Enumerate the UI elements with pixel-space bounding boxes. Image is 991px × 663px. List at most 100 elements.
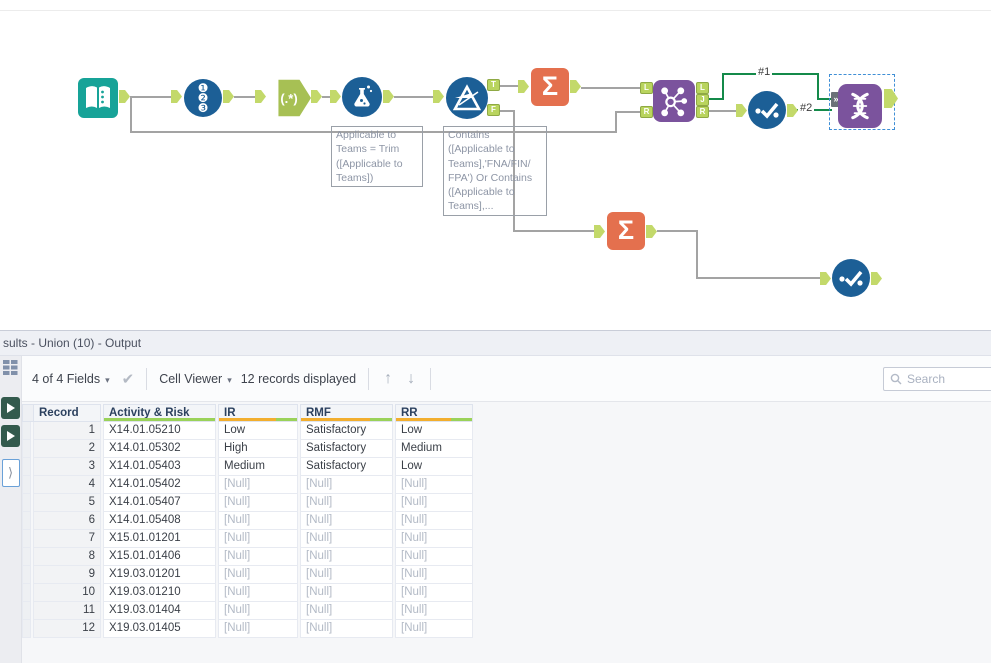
connection[interactable] <box>130 97 132 133</box>
cell-record-number[interactable]: 12 <box>33 620 101 638</box>
cell-value[interactable]: [Null] <box>300 566 393 584</box>
output-anchor-right[interactable]: R <box>696 106 709 118</box>
connection[interactable] <box>513 110 515 232</box>
cell-value[interactable]: X19.03.01201 <box>103 566 216 584</box>
expand-panel-button[interactable]: ⟩ <box>1 459 20 487</box>
cell-value[interactable]: [Null] <box>395 494 473 512</box>
input-anchor[interactable] <box>820 272 831 285</box>
row-gutter[interactable] <box>22 494 31 512</box>
cell-value[interactable]: [Null] <box>395 584 473 602</box>
cell-value[interactable]: X14.01.05210 <box>103 422 216 440</box>
connection[interactable] <box>696 230 698 278</box>
column-header[interactable]: RR <box>395 404 473 422</box>
cell-value[interactable]: [Null] <box>218 602 298 620</box>
input-anchor-left[interactable]: L <box>640 82 653 94</box>
cell-value[interactable]: [Null] <box>395 476 473 494</box>
cell-value[interactable]: Satisfactory <box>300 440 393 458</box>
cell-value[interactable]: [Null] <box>300 548 393 566</box>
cell-value[interactable]: Satisfactory <box>300 458 393 476</box>
cell-value[interactable]: [Null] <box>218 566 298 584</box>
cell-record-number[interactable]: 5 <box>33 494 101 512</box>
output-anchor[interactable] <box>871 272 882 285</box>
input-anchor[interactable] <box>518 80 529 93</box>
output-anchor[interactable] <box>119 90 130 103</box>
fields-dropdown[interactable]: 4 of 4 Fields▾ <box>32 371 110 386</box>
cell-value[interactable]: [Null] <box>218 620 298 638</box>
cell-value[interactable]: Medium <box>395 440 473 458</box>
scroll-up-button[interactable]: ↑ <box>384 369 393 387</box>
connection[interactable] <box>499 110 515 112</box>
input-anchor[interactable] <box>171 90 182 103</box>
cell-value[interactable]: X15.01.01201 <box>103 530 216 548</box>
apply-check-icon[interactable]: ✔ <box>121 370 135 388</box>
connection[interactable] <box>130 96 174 98</box>
cell-value[interactable]: [Null] <box>395 602 473 620</box>
cell-value[interactable]: [Null] <box>395 620 473 638</box>
input-anchor[interactable] <box>594 225 605 238</box>
row-gutter[interactable] <box>22 512 31 530</box>
scroll-down-button[interactable]: ↓ <box>407 369 416 387</box>
cell-value[interactable]: [Null] <box>395 548 473 566</box>
union-tool[interactable] <box>838 84 882 128</box>
output-anchor[interactable] <box>223 90 234 103</box>
connection[interactable] <box>581 87 643 89</box>
cell-value[interactable]: [Null] <box>395 530 473 548</box>
input-anchor[interactable] <box>255 90 266 103</box>
grid-view-icon[interactable] <box>3 360 18 375</box>
cell-record-number[interactable]: 4 <box>33 476 101 494</box>
cell-value[interactable]: [Null] <box>218 548 298 566</box>
cell-value[interactable]: Low <box>395 458 473 476</box>
cell-value[interactable]: [Null] <box>395 566 473 584</box>
output-anchor-true[interactable]: T <box>487 79 500 91</box>
output-connection-button[interactable] <box>1 425 20 447</box>
multi-input-anchor[interactable]: » <box>831 92 841 107</box>
cell-value[interactable]: X15.01.01406 <box>103 548 216 566</box>
cell-value[interactable]: [Null] <box>300 530 393 548</box>
output-anchor[interactable] <box>646 225 657 238</box>
connection[interactable] <box>322 96 332 98</box>
input-connection-button[interactable] <box>1 397 20 419</box>
join-tool[interactable] <box>653 80 695 122</box>
cell-value[interactable]: Satisfactory <box>300 422 393 440</box>
row-gutter[interactable] <box>22 440 31 458</box>
row-gutter[interactable] <box>22 602 31 620</box>
regex-tool[interactable]: (.*) <box>278 79 311 117</box>
row-gutter[interactable] <box>22 584 31 602</box>
cell-value[interactable]: X14.01.05402 <box>103 476 216 494</box>
row-gutter[interactable] <box>22 620 31 638</box>
connection-selected[interactable] <box>817 98 832 100</box>
cell-value[interactable]: Medium <box>218 458 298 476</box>
connection-selected[interactable] <box>797 109 832 111</box>
cell-value[interactable]: Low <box>395 422 473 440</box>
cell-record-number[interactable]: 10 <box>33 584 101 602</box>
search-box[interactable] <box>883 366 991 391</box>
cell-value[interactable]: [Null] <box>300 584 393 602</box>
summarize-tool[interactable]: Σ <box>531 68 569 106</box>
connection-selected[interactable] <box>709 98 724 100</box>
input-anchor[interactable] <box>736 104 747 117</box>
cell-value[interactable]: [Null] <box>300 494 393 512</box>
cell-record-number[interactable]: 9 <box>33 566 101 584</box>
cell-value[interactable]: [Null] <box>218 494 298 512</box>
cell-value[interactable]: Low <box>218 422 298 440</box>
connection[interactable] <box>709 110 736 112</box>
row-gutter[interactable] <box>22 530 31 548</box>
annotation-formula[interactable]: Applicable to Teams = Trim ([Applicable … <box>331 126 423 188</box>
column-header[interactable]: Activity & Risk <box>103 404 216 422</box>
output-anchor[interactable] <box>311 90 322 103</box>
input-anchor-right[interactable]: R <box>640 106 653 118</box>
output-anchor-false[interactable]: F <box>487 104 500 116</box>
row-gutter[interactable] <box>22 458 31 476</box>
cell-record-number[interactable]: 6 <box>33 512 101 530</box>
connection-selected[interactable] <box>722 74 724 100</box>
cell-value[interactable]: [Null] <box>218 530 298 548</box>
output-anchor[interactable] <box>884 89 898 108</box>
cell-value[interactable]: X14.01.05407 <box>103 494 216 512</box>
search-input[interactable] <box>907 371 977 386</box>
cell-value[interactable]: X14.01.05302 <box>103 440 216 458</box>
connection[interactable] <box>615 111 643 113</box>
cell-record-number[interactable]: 1 <box>33 422 101 440</box>
row-gutter[interactable] <box>22 566 31 584</box>
cell-value[interactable]: [Null] <box>300 512 393 530</box>
cell-value[interactable]: X14.01.05403 <box>103 458 216 476</box>
